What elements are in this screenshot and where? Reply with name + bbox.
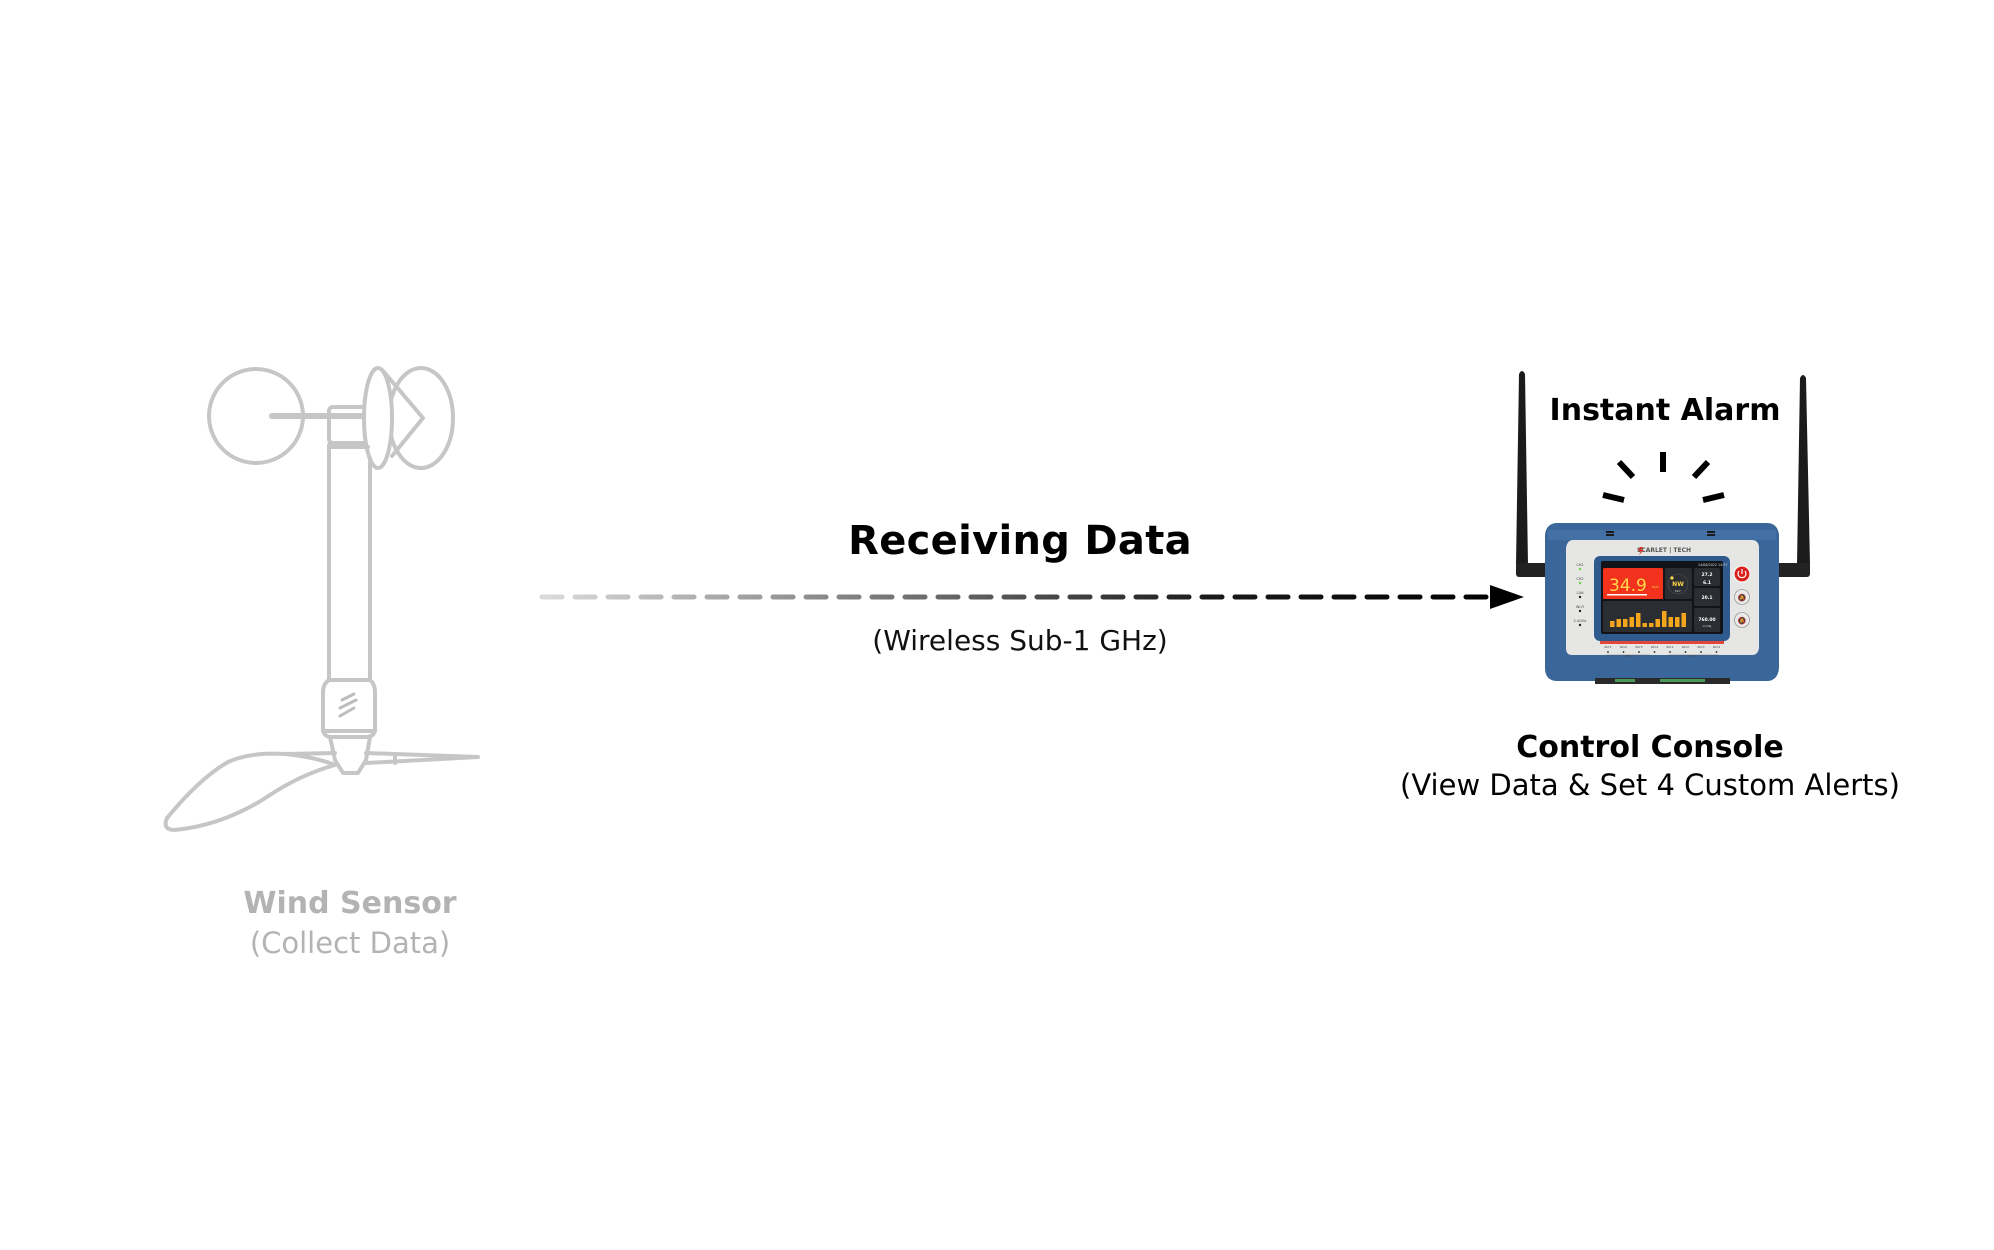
main-reading-value: 34.9 bbox=[1609, 576, 1647, 596]
history-bar bbox=[1675, 617, 1680, 627]
terminal-green-2 bbox=[1660, 679, 1705, 682]
antenna-left-icon bbox=[1516, 371, 1550, 577]
temperature-panel bbox=[1694, 588, 1720, 606]
relay-indicator bbox=[1638, 651, 1640, 653]
console-title: Control Console bbox=[1516, 730, 1784, 765]
bell-off-1-icon: 🔕 bbox=[1738, 593, 1747, 602]
indicator-24ghz: 2.4GHz bbox=[1574, 619, 1587, 623]
relay-label: RLY2 bbox=[1620, 645, 1627, 649]
status-indicators: CH1 CH2 LAN Wi-Fi 2.4GHz bbox=[1574, 563, 1587, 627]
relay-indicator bbox=[1653, 651, 1656, 653]
anemometer-cup-right-front bbox=[362, 366, 394, 470]
anemometer-cone bbox=[382, 370, 425, 458]
history-bars bbox=[1610, 611, 1686, 627]
sensor-base bbox=[328, 735, 372, 775]
mute-alarm-2-button[interactable] bbox=[1734, 612, 1750, 628]
relay-indicator bbox=[1700, 651, 1702, 653]
relay-indicator bbox=[1684, 651, 1687, 653]
sensor-collar bbox=[321, 678, 377, 739]
pressure-panel bbox=[1694, 608, 1720, 632]
arrow-head-icon bbox=[1490, 585, 1524, 609]
relay-indicator bbox=[1622, 651, 1625, 653]
pressure-value: 760.00 bbox=[1698, 617, 1715, 623]
screen-bezel-accent bbox=[1600, 641, 1724, 644]
compass-needle-icon bbox=[1670, 576, 1674, 580]
screen-datetime: 14/06/2022 14:57 bbox=[1698, 563, 1728, 567]
relay-label: RLY4 bbox=[1713, 645, 1720, 649]
history-bar bbox=[1681, 613, 1686, 627]
history-bar bbox=[1649, 623, 1654, 627]
main-reading-unit: m/s bbox=[1652, 585, 1659, 589]
terminal-green-1 bbox=[1615, 679, 1635, 682]
history-bar bbox=[1616, 619, 1621, 627]
wind-direction-degrees: 341° bbox=[1675, 589, 1682, 593]
power-icon bbox=[1737, 570, 1747, 579]
max-value: 27.2 bbox=[1701, 572, 1712, 578]
history-bar bbox=[1636, 613, 1641, 627]
history-chart-panel bbox=[1603, 601, 1692, 632]
relay-label: RLY3 bbox=[1697, 645, 1704, 649]
history-bar bbox=[1610, 621, 1615, 627]
max-min-panel bbox=[1694, 568, 1720, 586]
indicator-ch2: CH2 bbox=[1576, 577, 1583, 581]
relay-label: RLY3 bbox=[1635, 645, 1642, 649]
relay-labels: RLY1 RLY2 RLY3 RLY4 RLY1 RLY2 RLY3 RLY4 bbox=[1604, 645, 1720, 653]
console-subtitle: (View Data & Set 4 Custom Alerts) bbox=[1400, 768, 1900, 802]
history-bar bbox=[1655, 619, 1660, 627]
relay-indicator bbox=[1607, 651, 1609, 653]
indicator-ch1: CH1 bbox=[1576, 563, 1583, 567]
wind-direction: NW bbox=[1672, 581, 1684, 588]
relay-label: RLY2 bbox=[1682, 645, 1689, 649]
min-value: 6.1 bbox=[1703, 580, 1711, 586]
console-brand: SCARLET | TECH bbox=[1637, 547, 1691, 554]
relay-label: RLY4 bbox=[1651, 645, 1658, 649]
link-title: Receiving Data bbox=[848, 518, 1192, 564]
main-reading-panel bbox=[1603, 568, 1663, 599]
history-bar bbox=[1662, 611, 1667, 627]
temperature-value: 20.1 bbox=[1701, 595, 1712, 601]
relay-label: RLY1 bbox=[1604, 645, 1611, 649]
brand-bolt-icon bbox=[1638, 547, 1644, 555]
compass-icon bbox=[1667, 573, 1689, 595]
tail-vane-fin bbox=[163, 751, 337, 832]
brand-logo-icon bbox=[338, 692, 358, 718]
main-reading-progress bbox=[1607, 594, 1647, 596]
mute-alarm-1-button[interactable] bbox=[1734, 589, 1750, 605]
relay-indicator bbox=[1715, 651, 1718, 653]
antenna-right-icon bbox=[1772, 375, 1810, 577]
indicator-lan: LAN bbox=[1576, 591, 1583, 595]
history-bar bbox=[1642, 623, 1647, 627]
screws bbox=[1606, 531, 1715, 536]
relay-group-ch2: CH2 bbox=[1690, 654, 1696, 658]
relay-label: RLY1 bbox=[1666, 645, 1673, 649]
history-bar bbox=[1629, 617, 1634, 627]
bell-off-2-icon: 🔕 bbox=[1738, 616, 1747, 625]
relay-group-ch1: CH1 bbox=[1625, 654, 1631, 658]
wind-sensor-icon bbox=[163, 366, 480, 832]
pressure-unit: mmHg bbox=[1703, 624, 1712, 628]
relay-indicator bbox=[1669, 651, 1671, 653]
indicator-wifi: Wi-Fi bbox=[1576, 605, 1584, 609]
sensor-title: Wind Sensor bbox=[243, 886, 457, 921]
body-highlight bbox=[1548, 530, 1776, 540]
control-console-device: SCARLET | TECH CH1 CH2 LAN Wi-Fi 2.4GHz … bbox=[1516, 371, 1810, 684]
history-bar bbox=[1623, 619, 1628, 627]
sensor-subtitle: (Collect Data) bbox=[249, 926, 451, 960]
link-subtitle: (Wireless Sub-1 GHz) bbox=[872, 624, 1168, 657]
history-bar bbox=[1668, 617, 1673, 627]
alarm-title: Instant Alarm bbox=[1549, 393, 1781, 428]
alarm-rays-icon bbox=[1602, 452, 1725, 503]
